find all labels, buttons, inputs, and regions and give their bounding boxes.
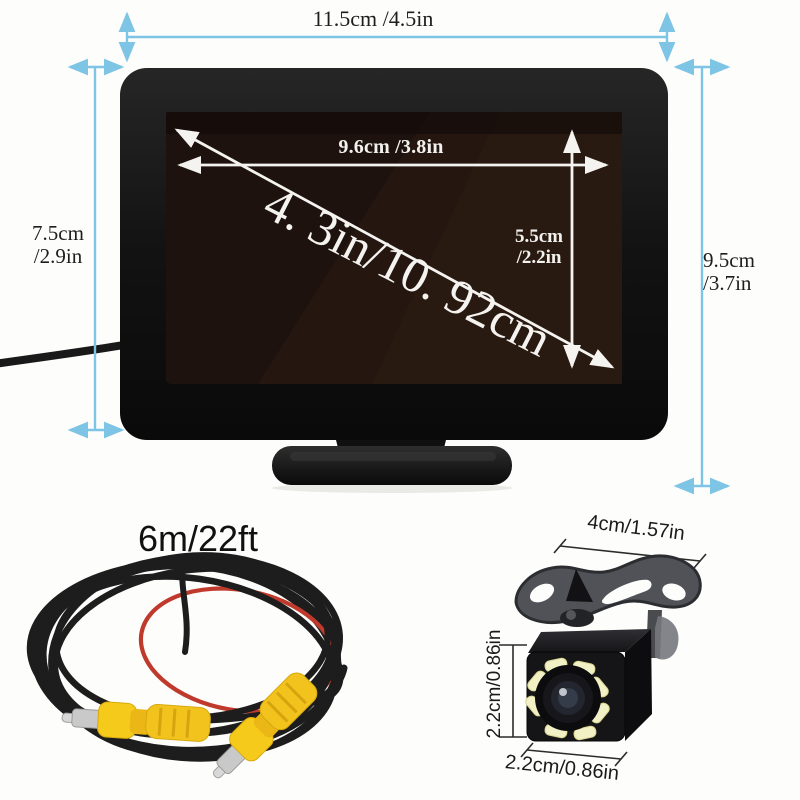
rca-boot <box>145 704 211 742</box>
hinge-screw <box>566 610 576 620</box>
tick <box>520 742 534 758</box>
bracket-hole-left <box>529 583 555 603</box>
coil-tie <box>179 557 190 655</box>
screen-diagonal-arrow <box>174 128 615 369</box>
camera-width-line <box>526 749 622 760</box>
monitor-total-height-in: /3.7in <box>703 270 752 295</box>
screen-dimension-arrows <box>174 128 615 369</box>
camera-graphic <box>514 554 702 742</box>
screen-top-shade <box>166 112 622 134</box>
camera-top-face <box>528 629 651 653</box>
mount-arm <box>655 616 679 660</box>
bracket-hinge <box>560 609 594 627</box>
rca-boot <box>259 672 318 731</box>
bracket-hole-right <box>662 583 686 601</box>
boot-ridges <box>266 682 307 723</box>
tick <box>553 538 567 554</box>
screen-height-in: /2.2in <box>516 247 562 269</box>
boot-ridges <box>157 707 191 738</box>
rca-connector-right <box>212 672 318 779</box>
tick <box>693 553 707 569</box>
screen-height-label: 5.5cm /2.2in <box>503 226 575 269</box>
rca-connector-left <box>61 701 211 742</box>
screen-width-label: 9.6cm /3.8in <box>338 136 444 158</box>
camera-leds <box>525 657 610 741</box>
monitor-total-height-label: 9.5cm /3.7in <box>703 249 777 294</box>
screen-height-cm: 5.5cm <box>514 226 563 247</box>
tick <box>614 751 628 767</box>
camera-lens <box>535 665 601 731</box>
cable-length-label: 6m/22ft <box>137 518 259 559</box>
bracket-hole-center <box>601 579 652 605</box>
monitor-width-label: 11.5cm /4.5in <box>312 6 434 31</box>
lens-highlight <box>559 688 567 696</box>
led <box>573 725 597 741</box>
monitor-power-cable <box>0 340 134 368</box>
stand-shadow <box>272 483 512 493</box>
monitor-body-height-label: 7.5cm /2.9in <box>26 222 90 267</box>
outer-dimension-lines <box>67 11 731 495</box>
stand-base <box>272 446 512 485</box>
stand-base-highlight <box>290 452 496 461</box>
bracket-triangle-tab <box>566 569 593 602</box>
camera-height-label: 2.2cm/0.86in <box>484 629 505 739</box>
monitor-body-height-cm: 7.5cm <box>32 221 84 245</box>
camera-side-face <box>625 629 652 741</box>
monitor-body-height-in: /2.9in <box>33 243 83 268</box>
monitor-total-height-cm: 9.5cm <box>703 248 755 272</box>
